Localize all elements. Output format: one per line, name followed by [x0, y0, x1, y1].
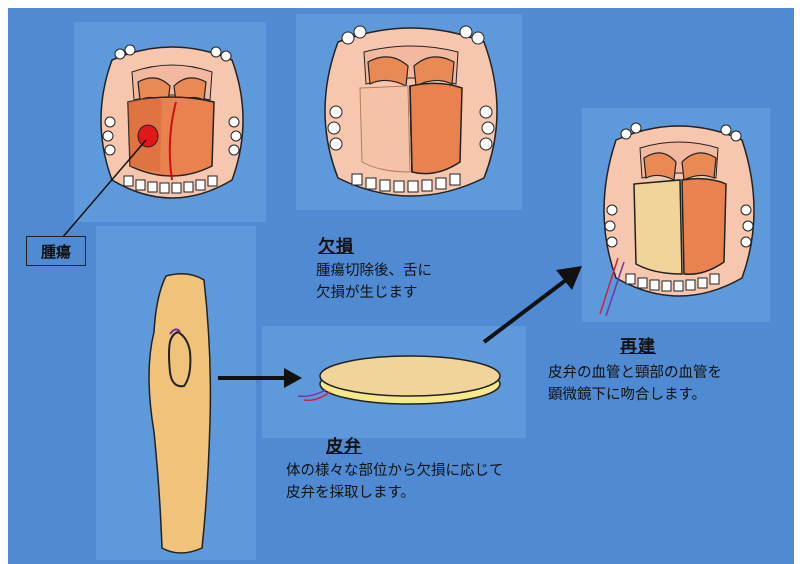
arrow-flap-to-mouth-icon	[478, 262, 588, 348]
defect-description-line-2: 欠損が生じます	[316, 282, 432, 304]
defect-description: 腫瘍切除後、舌に 欠損が生じます	[316, 260, 432, 304]
reconstruction-description-line-2: 顕微鏡下に吻合します。	[548, 384, 722, 406]
reconstruction-description: 皮弁の血管と頸部の血管を 顕微鏡下に吻合します。	[548, 362, 722, 406]
flap-heading: 皮弁	[326, 432, 362, 457]
flap-description-line-1: 体の様々な部位から欠損に応じて	[286, 460, 504, 482]
defect-heading: 欠損	[318, 232, 354, 257]
reconstruction-heading: 再建	[620, 332, 656, 357]
defect-description-line-1: 腫瘍切除後、舌に	[316, 260, 432, 282]
reconstruction-description-line-1: 皮弁の血管と頸部の血管を	[548, 362, 722, 384]
flap-description-line-2: 皮弁を採取します。	[286, 482, 504, 504]
tumor-label: 腫瘍	[26, 236, 86, 266]
flap-description: 体の様々な部位から欠損に応じて 皮弁を採取します。	[286, 460, 504, 504]
arrow-limb-to-flap-icon	[214, 366, 304, 390]
